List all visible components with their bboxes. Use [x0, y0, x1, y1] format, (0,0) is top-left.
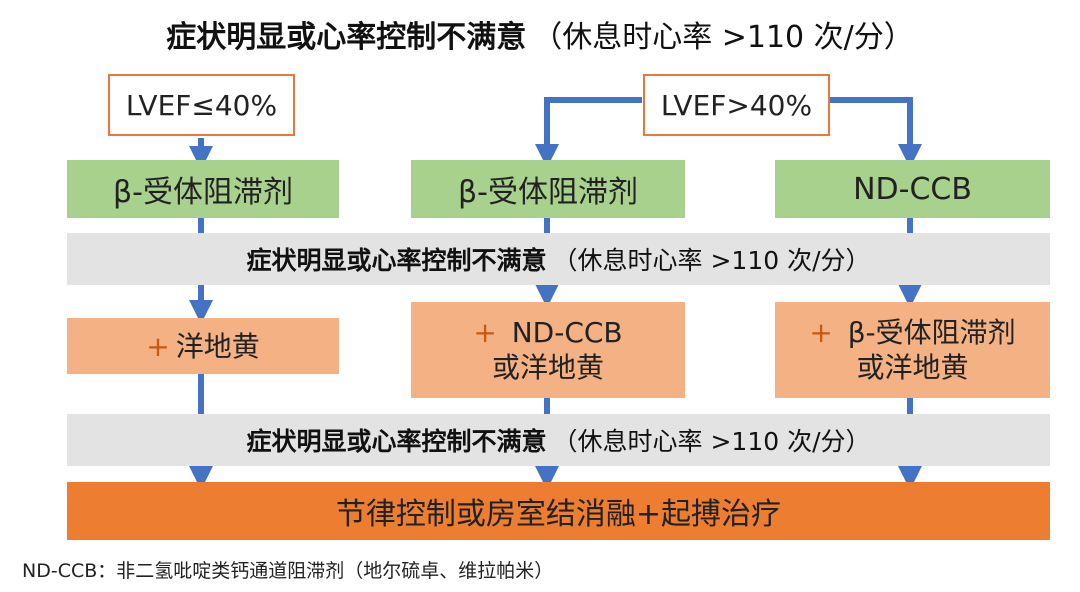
step2-middle-line2: 或洋地黄	[491, 351, 604, 384]
step1-middle-beta-blocker: β-受体阻滞剂	[411, 160, 685, 218]
condition-2-bold: 症状明显或心率控制不满意	[246, 427, 547, 456]
step2-middle-line1: ND-CCB	[511, 316, 623, 349]
title-bold: 症状明显或心率控制不满意	[166, 20, 527, 55]
step2-left-text: 洋地黄	[175, 329, 260, 363]
condition-band-2: 症状明显或心率控制不满意 （休息时心率 >110 次/分）	[67, 414, 1050, 466]
lvef-high-box: LVEF>40%	[643, 74, 830, 136]
page-title: 症状明显或心率控制不满意 （休息时心率 >110 次/分）	[0, 8, 1080, 60]
step2-right-line1: β-受体阻滞剂	[847, 316, 1016, 349]
step2-right-line1-row: + β-受体阻滞剂	[809, 315, 1015, 350]
condition-1-bold: 症状明显或心率控制不满意	[246, 246, 547, 275]
arrow-lvef-high-to-right	[830, 97, 922, 168]
condition-band-1: 症状明显或心率控制不满意 （休息时心率 >110 次/分）	[67, 233, 1050, 285]
plus-sign: +	[809, 316, 833, 349]
arrow-lvef-high-to-middle	[535, 97, 642, 168]
step2-right-line2: 或洋地黄	[856, 351, 969, 384]
step2-middle-line1-row: + ND-CCB	[473, 315, 622, 350]
step2-left-add-digoxin: + 洋地黄	[67, 318, 339, 374]
footnote: ND-CCB：非二氢吡啶类钙通道阻滞剂（地尔硫卓、维拉帕米）	[22, 560, 554, 582]
condition-2-paren: （休息时心率 >110 次/分）	[552, 427, 871, 456]
title-paren: （休息时心率 >110 次/分）	[532, 20, 914, 55]
step1-right-ndccb: ND-CCB	[775, 160, 1050, 218]
step1-left-beta-blocker: β-受体阻滞剂	[67, 160, 339, 218]
condition-1-paren: （休息时心率 >110 次/分）	[552, 246, 871, 275]
step2-right-add-beta-blocker: + β-受体阻滞剂 或洋地黄	[775, 302, 1050, 398]
plus-sign: +	[473, 316, 497, 349]
lvef-low-box: LVEF≤40%	[108, 74, 295, 136]
final-treatment-box: 节律控制或房室结消融+起搏治疗	[67, 482, 1050, 540]
plus-sign: +	[146, 329, 170, 363]
step2-middle-add-ndccb: + ND-CCB 或洋地黄	[411, 302, 685, 398]
